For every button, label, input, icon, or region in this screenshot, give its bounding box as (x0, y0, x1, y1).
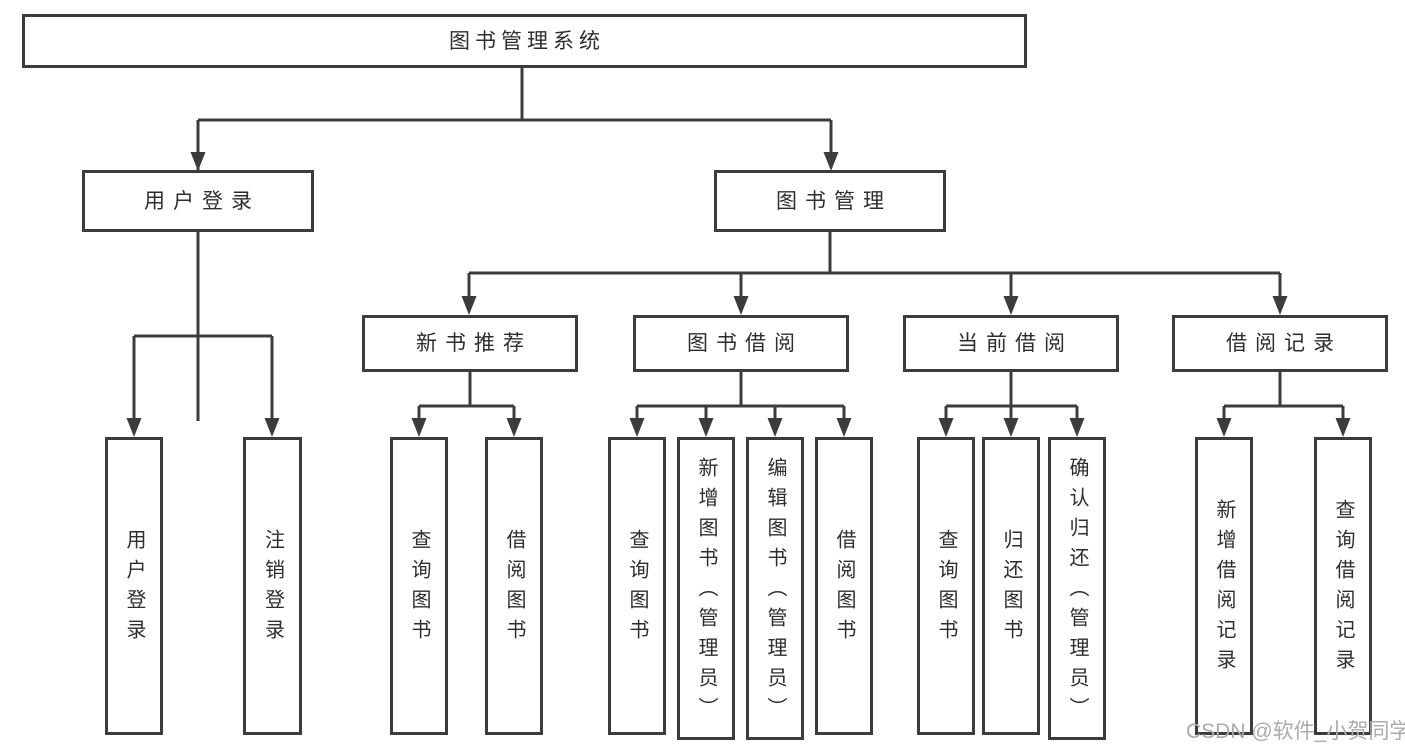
arrowhead (1335, 418, 1351, 437)
arrowhead (938, 418, 954, 437)
node-book-borrowing: 图书借阅 (633, 315, 849, 372)
arrowhead (1003, 418, 1019, 437)
arrowhead (411, 418, 427, 437)
node-leaf-edit-books-admin: 编辑图书（管理员） (746, 437, 804, 740)
node-leaf-query-books-current: 查询图书 (917, 437, 975, 735)
arrowhead (264, 418, 280, 437)
connector-new-book-children (411, 372, 522, 437)
arrowhead (1069, 418, 1085, 437)
arrowhead (190, 152, 206, 171)
node-leaf-add-borrow-record: 新增借阅记录 (1195, 437, 1253, 735)
node-leaf-logout: 注销登录 (243, 437, 302, 735)
arrowhead (629, 418, 645, 437)
node-new-book-recommend: 新书推荐 (362, 315, 578, 372)
connector-book-mgmt-to-level3 (461, 232, 1288, 315)
arrowhead (1216, 418, 1232, 437)
node-leaf-user-login: 用户登录 (105, 437, 163, 735)
arrowhead (823, 152, 839, 171)
node-leaf-borrow-books-borrowing: 借阅图书 (815, 437, 873, 735)
node-leaf-query-books-borrowing: 查询图书 (608, 437, 666, 735)
arrowhead (1003, 296, 1019, 315)
node-library-system: 图书管理系统 (22, 14, 1027, 68)
connector-user-login-children (126, 232, 280, 437)
connector-root-to-level2 (190, 68, 839, 421)
arrowhead (836, 418, 852, 437)
node-leaf-query-books-recommend: 查询图书 (390, 437, 448, 735)
connector-borrow-records-children (1216, 372, 1351, 437)
node-user-login-module: 用户登录 (82, 170, 314, 232)
watermark: CSDN @软件_小贺同学 (1186, 720, 1405, 743)
arrowhead (126, 418, 142, 437)
arrowhead (1272, 296, 1288, 315)
arrowhead (506, 418, 522, 437)
arrowhead (461, 296, 477, 315)
node-borrow-records: 借阅记录 (1172, 315, 1388, 372)
node-leaf-query-borrow-record: 查询借阅记录 (1314, 437, 1372, 735)
node-leaf-borrow-books-recommend: 借阅图书 (485, 437, 543, 735)
node-leaf-return-books: 归还图书 (982, 437, 1040, 735)
arrowhead (733, 296, 749, 315)
connector-current-borrow-children (938, 372, 1085, 437)
node-book-management: 图书管理 (714, 170, 946, 232)
connector-book-borrow-children (629, 372, 852, 437)
arrowhead (698, 418, 714, 437)
arrowhead (767, 418, 783, 437)
node-current-borrowing: 当前借阅 (903, 315, 1119, 372)
node-leaf-add-books-admin: 新增图书（管理员） (677, 437, 735, 740)
node-leaf-confirm-return-admin: 确认归还（管理员） (1048, 437, 1106, 740)
